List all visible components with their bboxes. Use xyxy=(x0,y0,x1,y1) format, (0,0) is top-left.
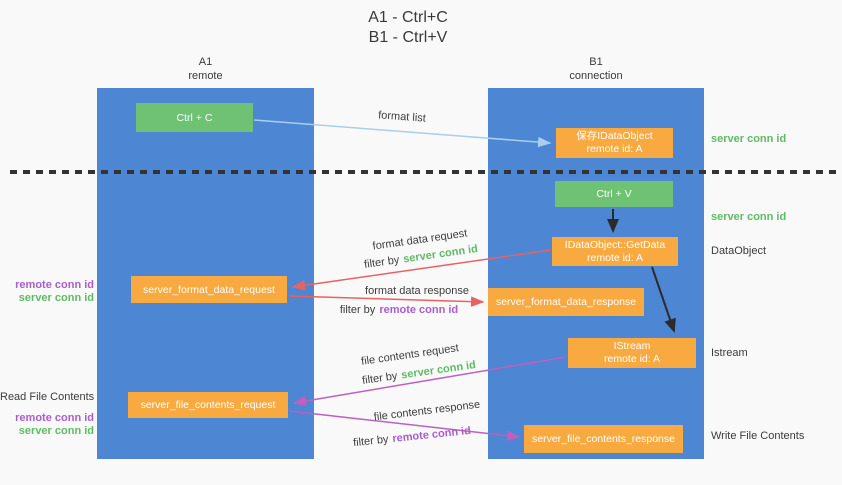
server-file-contents-request-label: server_file_contents_request xyxy=(140,399,276,411)
server-format-data-request-node: server_format_data_request xyxy=(131,276,287,303)
save-idataobject-line2: remote id: A xyxy=(586,143,643,155)
lane-header-a1: A1 remote xyxy=(97,55,314,83)
diagram-title: A1 - Ctrl+C B1 - Ctrl+V xyxy=(308,8,508,48)
server-file-contents-response-label: server_file_contents_response xyxy=(531,433,675,445)
server-format-data-request-label: server_format_data_request xyxy=(143,283,275,296)
getdata-to-istream-arrow xyxy=(651,266,676,333)
ctrl-c-node: Ctrl + C xyxy=(136,103,253,132)
ctrl-v-label: Ctrl + V xyxy=(596,188,632,200)
server-conn-id-label-1: server conn id xyxy=(18,292,94,304)
istream-line2: remote id: A xyxy=(603,353,661,365)
filter-key-remote-conn-id-2: remote conn id xyxy=(379,304,459,316)
file-contents-response-arrow xyxy=(288,410,521,441)
format-data-request-arrow xyxy=(291,249,552,291)
remote-conn-id-label-2: remote conn id xyxy=(15,412,94,424)
lane-header-b1: B1 connection xyxy=(488,55,704,83)
title-line-b1: B1 - Ctrl+V xyxy=(368,29,448,46)
filter-by-prefix-2: filter by xyxy=(339,304,376,316)
lane-b1-subtitle: connection xyxy=(569,70,623,82)
ctrl-v-node: Ctrl + V xyxy=(555,181,673,207)
lane-b1-name: B1 xyxy=(589,56,603,68)
server-format-data-response-node: server_format_data_response xyxy=(488,288,644,316)
istream-side-label: Istream xyxy=(711,347,748,359)
istream-line1: IStream xyxy=(613,340,651,352)
idataobject-getdata-node: IDataObject::GetData remote id: A xyxy=(552,237,678,266)
server-conn-id-label-top-right: server conn id xyxy=(711,133,787,145)
file-contents-request-arrow xyxy=(292,356,567,407)
getdata-line1: IDataObject::GetData xyxy=(564,238,666,251)
remote-conn-id-label-1: remote conn id xyxy=(15,279,94,291)
server-file-contents-response-node: server_file_contents_response xyxy=(524,425,683,453)
getdata-line2: remote id: A xyxy=(586,251,644,264)
server-format-data-response-label: server_format_data_response xyxy=(495,296,637,308)
read-file-contents-label: Read File Contents xyxy=(0,391,95,403)
ctrl-c-label: Ctrl + C xyxy=(176,111,213,124)
write-file-contents-label: Write File Contents xyxy=(711,430,805,442)
server-conn-id-label-mid-right: server conn id xyxy=(711,211,787,223)
lane-a1-name: A1 xyxy=(198,56,213,68)
format-data-response-label: format data response xyxy=(365,285,469,297)
lane-a1-subtitle: remote xyxy=(188,70,223,82)
format-data-response-arrow xyxy=(288,295,485,307)
server-file-contents-request-node: server_file_contents_request xyxy=(128,392,288,418)
server-conn-id-label-2: server conn id xyxy=(18,425,94,437)
dataobject-label: DataObject xyxy=(711,245,767,257)
istream-node: IStream remote id: A xyxy=(568,338,696,368)
title-line-a1: A1 - Ctrl+C xyxy=(368,9,448,26)
format-list-arrow xyxy=(253,119,552,148)
save-idataobject-line1: 保存IDataObject xyxy=(576,130,653,142)
save-idataobject-node: 保存IDataObject remote id: A xyxy=(556,128,673,158)
